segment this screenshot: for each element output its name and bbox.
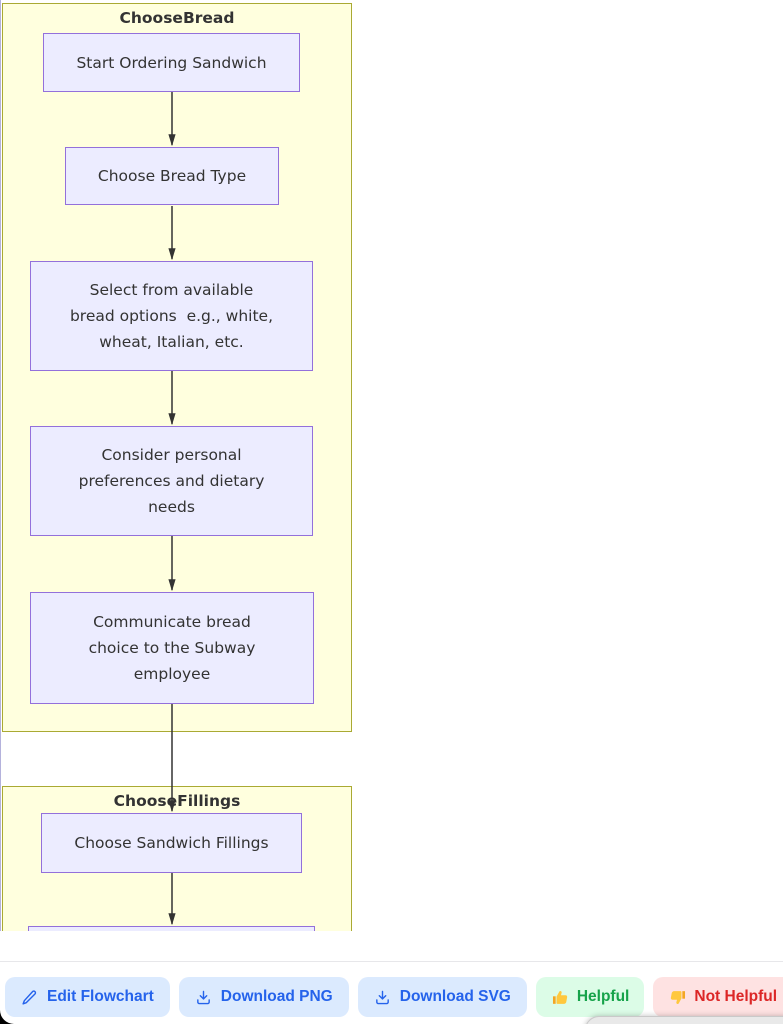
pencil-icon xyxy=(22,989,37,1005)
download-svg-label: Download SVG xyxy=(399,988,511,1005)
flowchart-node-communicate-choice: Communicate bread choice to the Subway e… xyxy=(30,592,314,704)
download-png-button[interactable]: Download PNG xyxy=(178,977,349,1017)
flowchart-node-choose-fillings: Choose Sandwich Fillings xyxy=(41,813,302,873)
subgraph-title: ChooseBread xyxy=(119,9,235,27)
action-toolbar: Edit Flowchart Download PNG Download SVG xyxy=(5,977,783,1017)
toolbar-divider xyxy=(0,961,783,962)
window-left-edge xyxy=(0,0,1,931)
flowchart-node-start: Start Ordering Sandwich xyxy=(43,33,300,92)
download-icon xyxy=(375,990,389,1004)
thumbs-up-icon xyxy=(552,990,568,1004)
thumbs-down-icon xyxy=(671,990,686,1004)
bottom-overlay-card xyxy=(585,1016,783,1024)
edit-flowchart-button[interactable]: Edit Flowchart xyxy=(5,977,170,1017)
helpful-label: Helpful xyxy=(576,988,630,1005)
flowchart-canvas: ChooseBread ChooseFillings Start Orderin… xyxy=(0,0,352,931)
flowchart-node-cutoff xyxy=(28,926,315,931)
edit-flowchart-label: Edit Flowchart xyxy=(47,988,154,1005)
not-helpful-button[interactable]: Not Helpful xyxy=(653,977,783,1017)
flowchart-node-choose-bread-type: Choose Bread Type xyxy=(65,147,279,205)
not-helpful-label: Not Helpful xyxy=(694,988,778,1005)
flowchart-node-select-bread-options: Select from available bread options e.g.… xyxy=(30,261,313,371)
flowchart-node-consider-preferences: Consider personal preferences and dietar… xyxy=(30,426,313,536)
subgraph-title: ChooseFillings xyxy=(113,792,241,810)
download-icon xyxy=(196,990,210,1004)
helpful-button[interactable]: Helpful xyxy=(535,977,645,1017)
download-png-label: Download PNG xyxy=(220,988,333,1005)
download-svg-button[interactable]: Download SVG xyxy=(357,977,527,1017)
